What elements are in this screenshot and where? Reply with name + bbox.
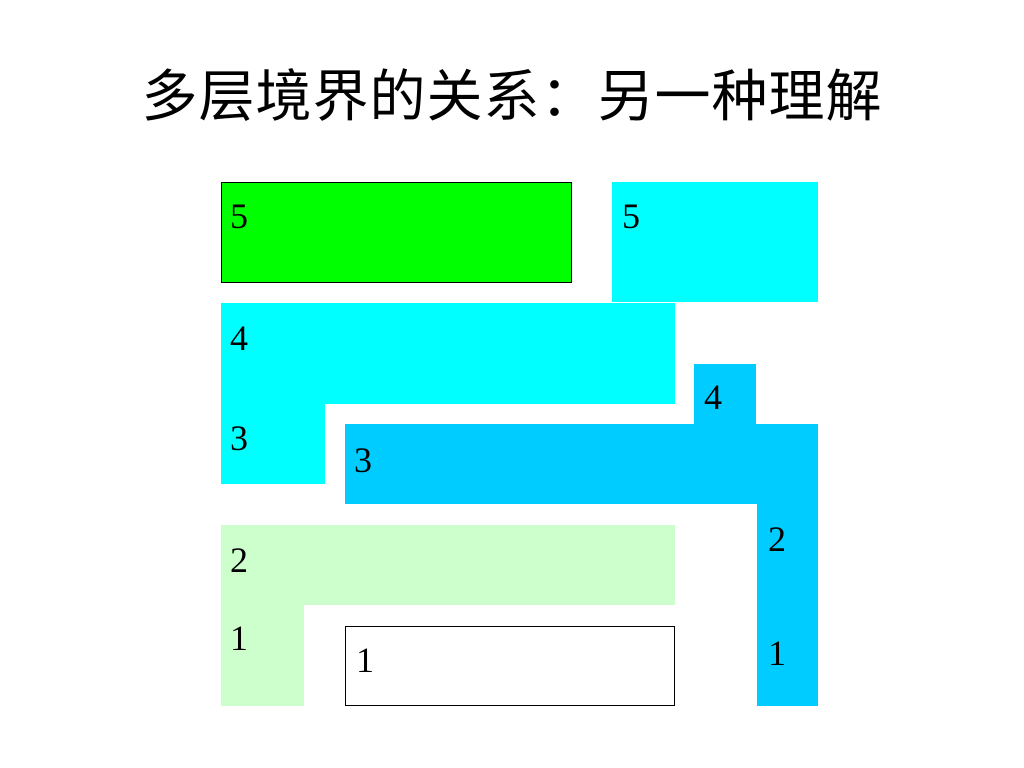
level2-1-sky-column	[757, 504, 818, 706]
level4-sky-block	[694, 364, 756, 426]
level3-right-label: 3	[354, 440, 372, 480]
level2-left-label: 2	[230, 540, 248, 580]
level2-pale-green-block	[221, 525, 675, 605]
level1-white-block	[345, 626, 675, 706]
level1-right-label: 1	[768, 633, 786, 673]
level5-green-block	[221, 182, 572, 283]
level5-right-label: 5	[622, 196, 640, 236]
level1-inner-label: 1	[356, 640, 374, 680]
level5-cyan-block	[612, 182, 818, 302]
level4-right-label: 4	[704, 377, 722, 417]
level1-pale-green-block	[221, 605, 304, 706]
level4-left-label: 4	[230, 318, 248, 358]
level2-right-label: 2	[768, 519, 786, 559]
level4-cyan-block	[221, 303, 675, 404]
level5-left-label: 5	[230, 196, 248, 236]
level1-outer-label: 1	[230, 618, 248, 658]
level3-sky-block	[345, 424, 818, 504]
level3-cyan-block	[221, 404, 325, 484]
level3-left-label: 3	[230, 418, 248, 458]
slide-title: 多层境界的关系：另一种理解	[141, 65, 883, 130]
